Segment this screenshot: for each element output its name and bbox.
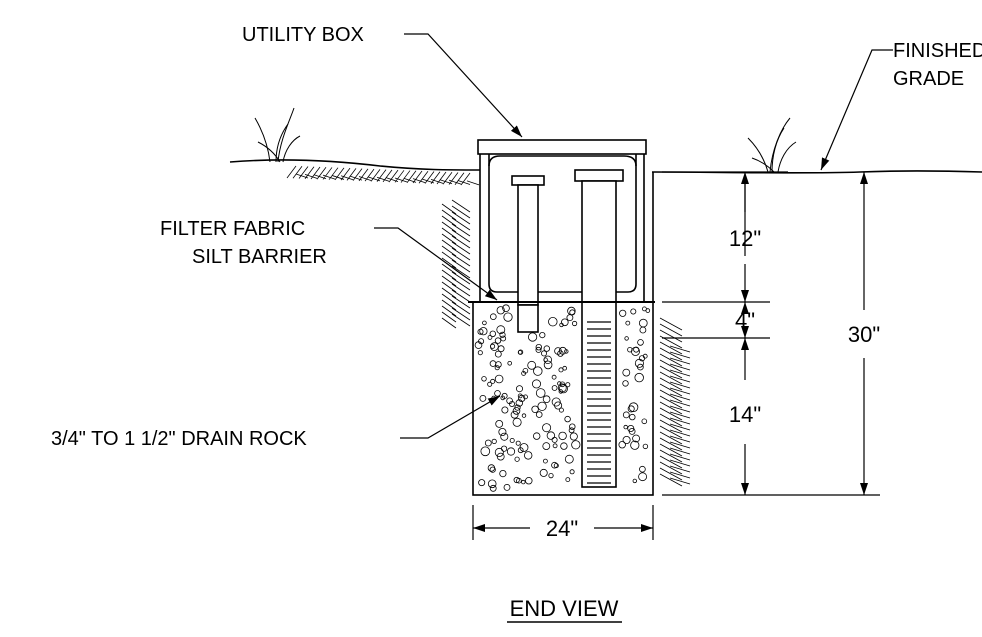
earth-hatch-surface-left: [286, 165, 480, 186]
perforated-pipe: [574, 169, 624, 488]
pipe-perforations: [587, 321, 611, 484]
drain-rock-pit: [472, 301, 654, 496]
dim-24: 24": [546, 516, 578, 541]
grass-tuft-right: [747, 117, 797, 173]
dimension-lines: [472, 171, 880, 540]
utility-box: [477, 139, 647, 302]
label-drain-rock: 3/4" TO 1 1/2" DRAIN ROCK: [51, 428, 307, 450]
dim-14: 14": [729, 402, 761, 427]
view-title: END VIEW: [510, 596, 619, 621]
ground-line-left: [229, 159, 481, 171]
label-utility-box: UTILITY BOX: [242, 24, 364, 46]
short-riser-pipe: [511, 175, 545, 333]
label-filter-fabric-1: FILTER FABRIC: [160, 218, 305, 240]
drain-rock-pebbles: [474, 304, 651, 492]
label-finished-grade-1: FINISHED: [893, 40, 982, 62]
label-filter-fabric-2: SILT BARRIER: [192, 246, 327, 268]
earth-hatch-left-wall: [441, 199, 471, 329]
dim-12: 12": [729, 226, 761, 251]
dim-4: 4": [735, 308, 755, 333]
earth-hatch-right-wall: [659, 317, 691, 487]
grass-tuft-left: [254, 107, 301, 163]
leader-lines: [374, 33, 893, 439]
dim-30: 30": [848, 322, 880, 347]
label-finished-grade-2: GRADE: [893, 68, 964, 90]
